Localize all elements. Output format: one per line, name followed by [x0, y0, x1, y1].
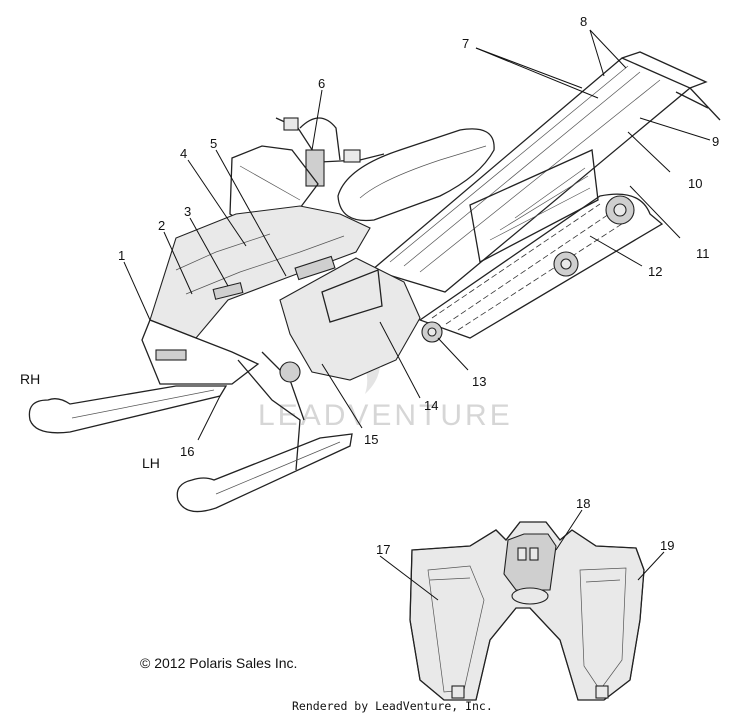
callout-7: 7: [462, 36, 469, 51]
callout-5: 5: [210, 136, 217, 151]
leader-lines: [123, 29, 711, 601]
callout-15: 15: [364, 432, 378, 447]
callout-14: 14: [424, 398, 438, 413]
callout-2: 2: [158, 218, 165, 233]
callout-19: 19: [660, 538, 674, 553]
callout-12: 12: [648, 264, 662, 279]
callout-6: 6: [318, 76, 325, 91]
callout-17: 17: [376, 542, 390, 557]
callout-16: 16: [180, 444, 194, 459]
lh-label: LH: [142, 455, 160, 471]
callout-11: 11: [696, 246, 710, 261]
callout-3: 3: [184, 204, 191, 219]
watermark: LEADVENTURE: [258, 399, 513, 432]
callout-4: 4: [180, 146, 187, 161]
callout-18: 18: [576, 496, 590, 511]
callout-8: 8: [580, 14, 587, 29]
callout-10: 10: [688, 176, 702, 191]
hood-detail-illustration: [409, 521, 645, 701]
rh-label: RH: [20, 371, 40, 387]
callout-1: 1: [118, 248, 125, 263]
copyright-text: © 2012 Polaris Sales Inc.: [140, 655, 297, 671]
rendered-by-text: Rendered by LeadVenture, Inc.: [292, 699, 493, 713]
callout-13: 13: [472, 374, 486, 389]
callout-9: 9: [712, 134, 719, 149]
snowmobile-illustration: [28, 51, 721, 513]
